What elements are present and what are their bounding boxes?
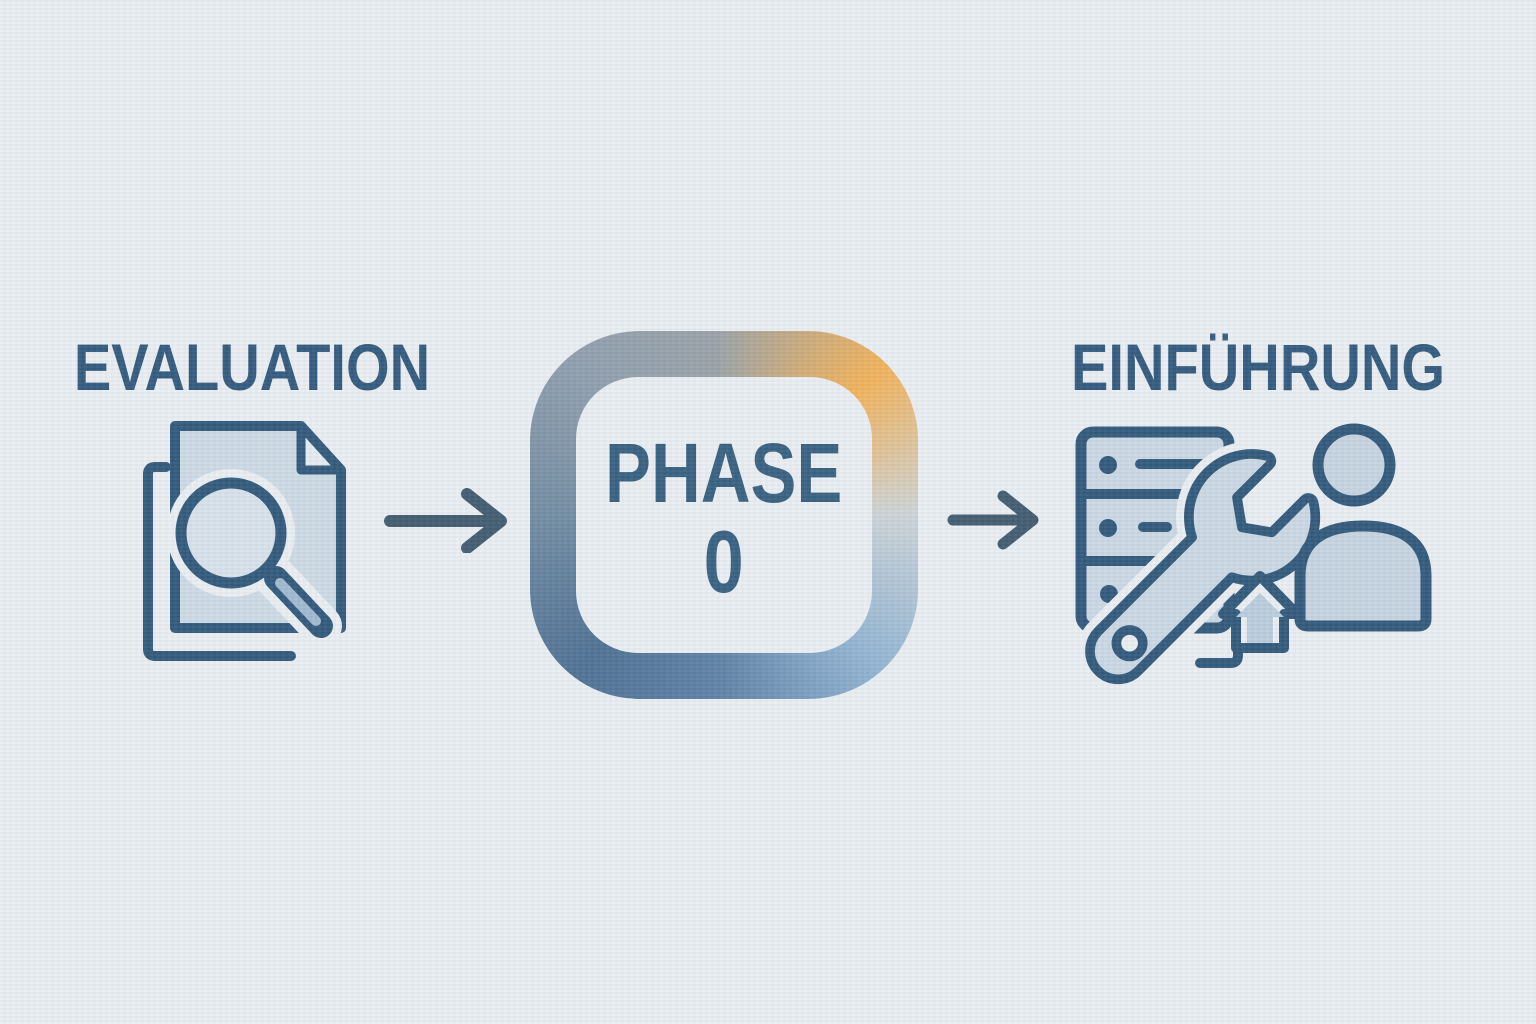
phase-text: PHASE 0 [605,426,843,612]
wrench-icon [1077,441,1329,692]
rollout-icon-group [1075,423,1432,692]
einfuehrung-label: EINFÜHRUNG [1071,330,1445,404]
arrow-right-icon-1 [384,488,507,553]
magnifier-lens-icon [175,477,287,589]
document-fold-icon [296,421,346,475]
back-page-icon [143,462,296,661]
upload-arrow-fill [1236,593,1284,643]
person-icon [1294,423,1432,632]
magnifier-handle-highlight [275,578,321,626]
phase-ring: PHASE 0 [530,331,918,699]
phase-word: PHASE [605,426,843,521]
arrow-right-icon-2 [947,490,1039,550]
phase-number: 0 [703,512,745,612]
evaluation-label: EVALUATION [73,330,431,404]
document-search-icon [143,421,346,661]
phase-ring-inner: PHASE 0 [576,377,872,653]
